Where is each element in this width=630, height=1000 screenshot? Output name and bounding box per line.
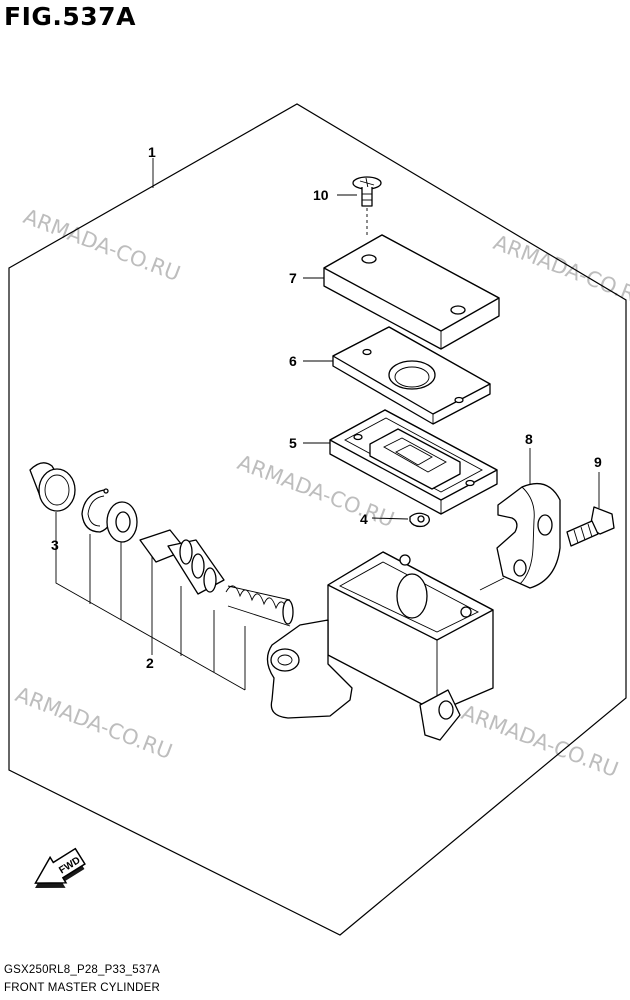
part-label-2: 2 <box>146 655 154 671</box>
diaphragm-plate-part-6 <box>332 326 491 425</box>
part-label-4: 4 <box>360 511 368 527</box>
part-label-9: 9 <box>594 454 602 470</box>
part-label-3: 3 <box>51 537 59 553</box>
master-cylinder-body <box>266 551 494 741</box>
screw-part-10 <box>352 176 382 207</box>
bolt-part-9 <box>566 506 615 547</box>
fwd-arrow-icon: FWD <box>34 847 86 889</box>
part-label-8: 8 <box>525 431 533 447</box>
boot-part-3 <box>29 462 76 512</box>
figure-title: FIG.537A <box>4 2 136 31</box>
part-label-5: 5 <box>289 435 297 451</box>
piston-assembly <box>139 529 294 627</box>
clamp-holder-part-8 <box>496 483 561 589</box>
clip-part-4 <box>409 512 430 528</box>
model-code: GSX250RL8_P28_P33_537A <box>4 964 160 976</box>
diaphragm-part-5 <box>329 409 498 515</box>
part-label-6: 6 <box>289 353 297 369</box>
watermark: ARMADA-CO.RU <box>20 204 183 286</box>
part-label-1: 1 <box>148 144 156 160</box>
assembly-outline <box>8 103 627 936</box>
part-label-7: 7 <box>289 270 297 286</box>
watermark: ARMADA-CO.RU <box>490 230 630 312</box>
reservoir-cover-part-7 <box>323 234 500 350</box>
washer <box>106 501 138 543</box>
watermark: ARMADA-CO.RU <box>12 682 175 764</box>
part-label-10: 10 <box>313 187 329 203</box>
figure-name: FRONT MASTER CYLINDER <box>4 982 161 994</box>
leader-lines <box>55 158 600 691</box>
